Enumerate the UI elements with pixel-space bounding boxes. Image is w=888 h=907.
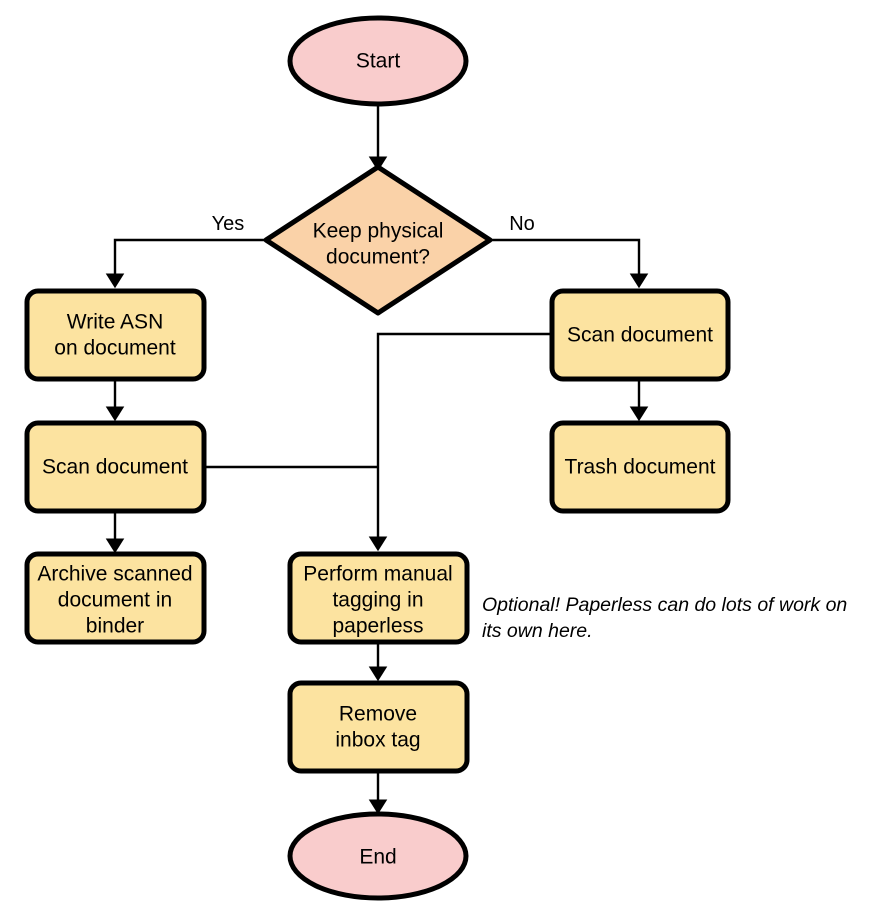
end-ellipse-shape bbox=[287, 811, 469, 901]
edge-decision-yes-to-write-asn bbox=[105, 238, 266, 289]
node-trash-document[interactable]: Trash document bbox=[549, 420, 731, 514]
node-remove-inbox-label-line1: Remove bbox=[339, 703, 417, 726]
annotation-note: Optional! Paperless can do lots of work … bbox=[482, 594, 847, 642]
scan-document-left-box-shape bbox=[24, 420, 207, 514]
node-scan-document-left[interactable]: Scan document bbox=[24, 420, 207, 514]
node-end-label: End bbox=[359, 846, 396, 869]
node-archive-scanned-document[interactable]: Archive scanned document in binder bbox=[24, 551, 207, 645]
node-end[interactable]: End bbox=[287, 811, 469, 901]
edge-scan-right-to-tagging bbox=[368, 332, 552, 552]
node-decision-keep-physical-document[interactable]: Keep physical document? bbox=[263, 164, 493, 316]
remove-inbox-box-shape bbox=[287, 680, 470, 774]
edge-label-yes: Yes bbox=[212, 213, 245, 235]
node-write-asn-on-document[interactable]: Write ASN on document bbox=[24, 288, 207, 382]
node-decision-label-line1: Keep physical bbox=[313, 220, 444, 243]
edge-decision-no-to-scan-right bbox=[490, 238, 649, 289]
node-perform-manual-tagging[interactable]: Perform manual tagging in paperless bbox=[287, 551, 470, 645]
node-scan-document-right-label: Scan document bbox=[567, 324, 713, 347]
node-tagging-label-line3: paperless bbox=[332, 615, 423, 638]
annotation-note-line2: its own here. bbox=[482, 620, 593, 642]
node-start-label: Start bbox=[356, 50, 401, 73]
node-archive-label-line1: Archive scanned bbox=[37, 563, 192, 586]
node-scan-document-left-label: Scan document bbox=[42, 456, 188, 479]
node-start[interactable]: Start bbox=[287, 15, 469, 107]
scan-document-right-box-shape bbox=[549, 288, 731, 382]
tagging-box-shape bbox=[287, 551, 470, 645]
node-tagging-label-line1: Perform manual bbox=[303, 563, 452, 586]
node-write-asn-label-line1: Write ASN bbox=[67, 311, 163, 334]
node-remove-inbox-label-line2: inbox tag bbox=[335, 729, 420, 752]
write-asn-box-shape bbox=[24, 288, 207, 382]
node-remove-inbox-tag[interactable]: Remove inbox tag bbox=[287, 680, 470, 774]
edge-label-no: No bbox=[509, 213, 535, 235]
node-write-asn-label-line2: on document bbox=[54, 337, 176, 360]
decision-diamond-shape bbox=[263, 164, 493, 316]
node-scan-document-right[interactable]: Scan document bbox=[549, 288, 731, 382]
node-trash-document-label: Trash document bbox=[565, 456, 716, 479]
node-tagging-label-line2: tagging in bbox=[332, 589, 423, 612]
node-archive-label-line3: binder bbox=[86, 615, 144, 638]
trash-document-box-shape bbox=[549, 420, 731, 514]
annotation-note-line1: Optional! Paperless can do lots of work … bbox=[482, 594, 847, 616]
node-archive-label-line2: document in bbox=[58, 589, 172, 612]
node-decision-label-line2: document? bbox=[326, 246, 430, 269]
archive-box-shape bbox=[24, 551, 207, 645]
start-ellipse-shape bbox=[287, 15, 469, 107]
